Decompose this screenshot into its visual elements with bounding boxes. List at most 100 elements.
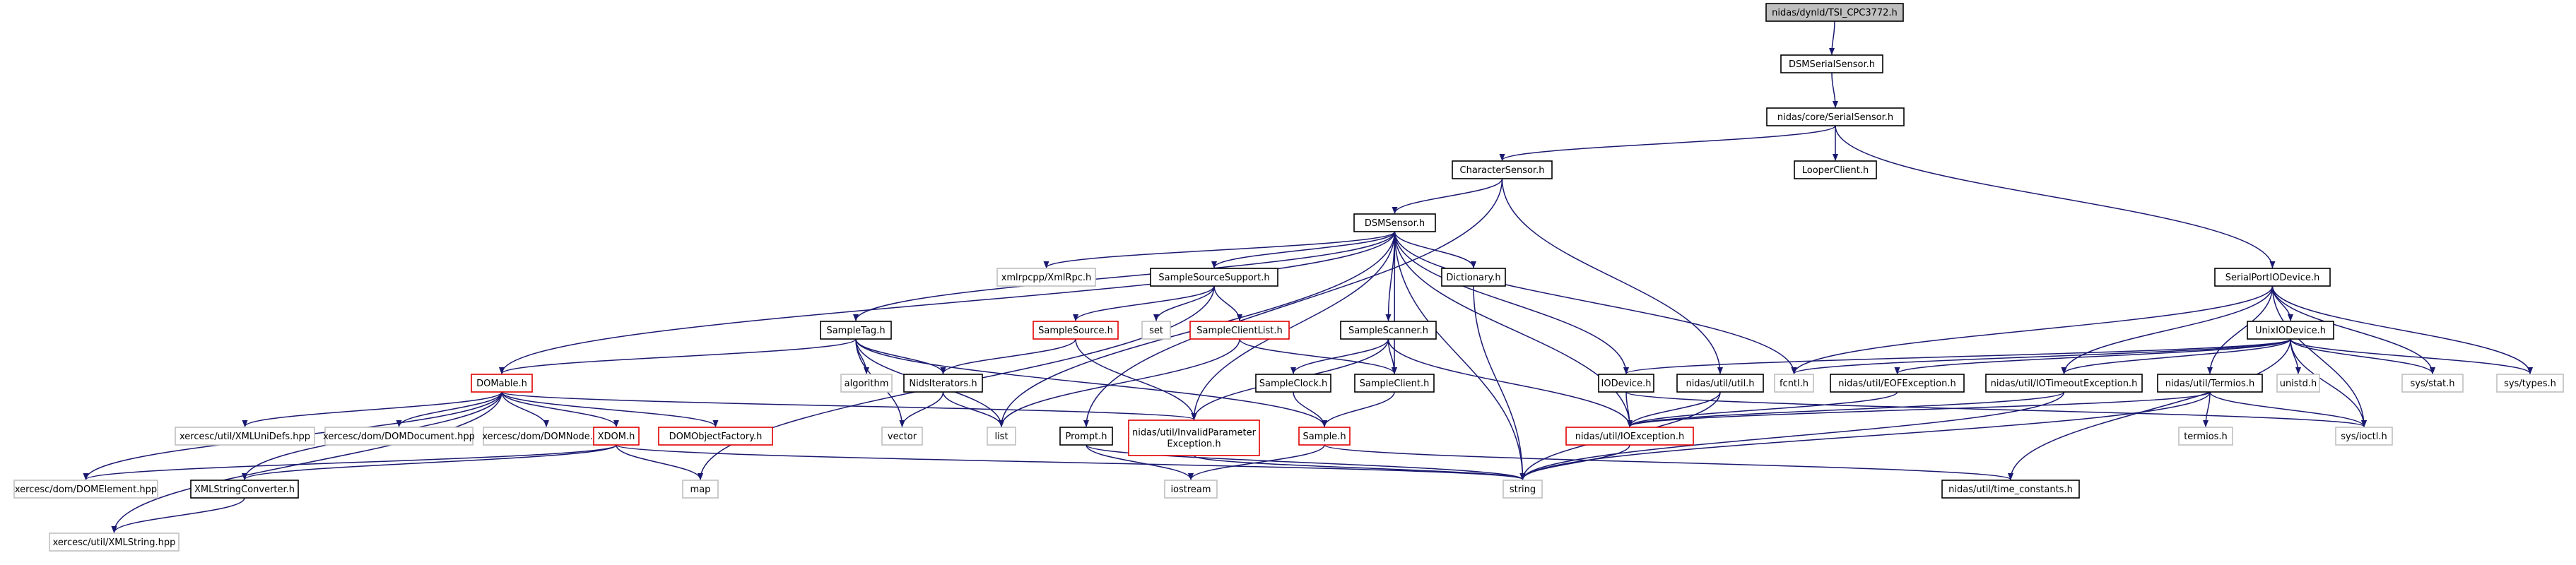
node-sampleclock-label: SampleClock.h <box>1259 379 1327 389</box>
edge-charsensor-to-dsmsensor <box>1392 178 1503 214</box>
node-systypes[interactable]: sys/types.h <box>2496 374 2564 393</box>
node-xmlstrconv[interactable]: XMLStringConverter.h <box>190 480 299 499</box>
node-looper[interactable]: LooperClient.h <box>1794 160 1877 179</box>
node-domnode-box <box>483 427 610 446</box>
node-fcntl-box <box>1774 374 1814 393</box>
node-set[interactable]: set <box>1141 321 1171 340</box>
node-iostream[interactable]: iostream <box>1164 480 1218 499</box>
edge-termios-to-termiosh <box>2203 391 2211 427</box>
node-list-label: list <box>994 432 1008 442</box>
node-string[interactable]: string <box>1502 480 1543 499</box>
node-iodevice[interactable]: IODevice.h <box>1598 374 1654 393</box>
node-sss[interactable]: SampleSourceSupport.h <box>1150 268 1278 287</box>
edge-termios-to-ioexception <box>1627 391 2211 427</box>
node-sysstat[interactable]: sys/stat.h <box>2401 374 2464 393</box>
node-xmlstrconv-label: XMLStringConverter.h <box>194 484 295 495</box>
node-domelement-label: xercesc/dom/DOMElement.hpp <box>15 484 157 495</box>
node-sampleclient[interactable]: SampleClient.h <box>1354 374 1435 393</box>
node-dictionary-label: Dictionary.h <box>1446 273 1500 283</box>
node-ioexception[interactable]: nidas/util/IOException.h <box>1565 427 1694 446</box>
node-charsensor[interactable]: CharacterSensor.h <box>1452 160 1553 179</box>
node-dsmsensor-label: DSMSensor.h <box>1365 218 1425 229</box>
node-sampletag[interactable]: SampleTag.h <box>820 321 892 340</box>
node-xdom[interactable]: XDOM.h <box>593 427 640 446</box>
node-iodevice-box <box>1598 374 1654 393</box>
node-sysioctl[interactable]: sys/ioctl.h <box>2335 427 2393 446</box>
edge-prompt-to-string <box>1086 444 1526 480</box>
node-termios[interactable]: nidas/util/Termios.h <box>2157 374 2263 393</box>
edge-sampleh-to-timeconst <box>1324 444 2013 480</box>
node-sampleclock[interactable]: SampleClock.h <box>1255 374 1331 393</box>
edge-sampleclient-to-sampleh <box>1322 391 1395 427</box>
node-fcntl[interactable]: fcntl.h <box>1774 374 1814 393</box>
node-set-box <box>1141 321 1171 340</box>
node-xmlrpc[interactable]: xmlrpcpp/XmlRpc.h <box>996 268 1096 287</box>
node-looper-label: LooperClient.h <box>1802 165 1869 176</box>
node-algorithm[interactable]: algorithm <box>840 374 893 393</box>
node-domdocument-box <box>324 427 474 446</box>
node-xmlunidefs[interactable]: xercesc/util/XMLUniDefs.hpp <box>175 427 315 446</box>
edge-sampletag-to-nidsiter <box>855 338 946 374</box>
node-nidsiter[interactable]: NidsIterators.h <box>903 374 983 393</box>
node-domnode[interactable]: xercesc/dom/DOMNode.hpp <box>482 427 611 446</box>
node-root[interactable]: nidas/dynld/TSI_CPC3772.h <box>1765 3 1904 22</box>
node-domobjfactory[interactable]: DOMObjectFactory.h <box>658 427 773 446</box>
node-dsmserial[interactable]: DSMSerialSensor.h <box>1780 54 1883 73</box>
edge-dsmserial-to-coreserial <box>1831 72 1838 108</box>
node-xdom-box <box>593 427 640 446</box>
node-domable[interactable]: DOMable.h <box>471 374 533 393</box>
node-map-box <box>682 480 719 499</box>
node-utilh[interactable]: nidas/util/util.h <box>1676 374 1764 393</box>
node-vector-box <box>881 427 923 446</box>
edge-xdom-to-xmlstrconv <box>242 444 617 480</box>
edge-invalidparam-to-string <box>1193 455 1526 480</box>
node-sampleh[interactable]: Sample.h <box>1298 427 1351 446</box>
edge-domable-to-xmlunidefs <box>242 391 502 427</box>
node-timeconst[interactable]: nidas/util/time_constants.h <box>1941 480 2080 499</box>
edge-dictionary-to-string <box>1473 285 1526 480</box>
node-xmlunidefs-label: xercesc/util/XMLUniDefs.hpp <box>180 432 310 442</box>
edge-charsensor-to-utilh <box>1501 178 1723 374</box>
node-eofex[interactable]: nidas/util/EOFException.h <box>1830 374 1965 393</box>
node-samplesource-label: SampleSource.h <box>1038 326 1113 336</box>
node-unistd[interactable]: unistd.h <box>2276 374 2320 393</box>
node-iotimeout-label: nidas/util/IOTimeoutException.h <box>1991 379 2138 389</box>
node-iotimeout[interactable]: nidas/util/IOTimeoutException.h <box>1985 374 2143 393</box>
node-coreserial[interactable]: nidas/core/SerialSensor.h <box>1766 107 1905 126</box>
node-xmlstring[interactable]: xercesc/util/XMLString.hpp <box>49 533 180 552</box>
edge-unixio-to-eofex <box>1894 338 2291 374</box>
node-xmlstring-box <box>49 533 180 552</box>
node-dsmsensor[interactable]: DSMSensor.h <box>1353 213 1436 232</box>
node-xdom-label: XDOM.h <box>598 432 635 442</box>
edge-sampleh-to-iostream <box>1188 444 1325 480</box>
node-nidsiter-box <box>903 374 983 393</box>
node-unistd-label: unistd.h <box>2280 379 2317 389</box>
node-list[interactable]: list <box>987 427 1016 446</box>
node-sysioctl-label: sys/ioctl.h <box>2341 432 2387 442</box>
node-root-box <box>1765 3 1904 22</box>
node-dictionary[interactable]: Dictionary.h <box>1441 268 1506 287</box>
node-samplesource[interactable]: SampleSource.h <box>1033 321 1119 340</box>
node-samplescanner[interactable]: SampleScanner.h <box>1340 321 1437 340</box>
node-sampleclock-box <box>1255 374 1331 393</box>
node-iodevice-label: IODevice.h <box>1601 379 1652 389</box>
node-prompt[interactable]: Prompt.h <box>1059 427 1113 446</box>
edge-root-to-dsmserial <box>1829 20 1835 55</box>
node-xmlunidefs-box <box>175 427 315 446</box>
node-serialport[interactable]: SerialPortIODevice.h <box>2214 268 2331 287</box>
node-vector[interactable]: vector <box>881 427 923 446</box>
node-systypes-label: sys/types.h <box>2504 379 2556 389</box>
node-sampleh-label: Sample.h <box>1302 432 1346 442</box>
edge-ioexception-to-string <box>1519 444 1630 480</box>
node-unixio[interactable]: UnixIODevice.h <box>2247 321 2334 340</box>
edge-dsmsensor-to-domable <box>499 231 1396 374</box>
node-invalidparam-label: Exception.h <box>1167 439 1221 450</box>
edge-dsmsensor-to-iodevice <box>1394 231 1629 374</box>
node-domelement[interactable]: xercesc/dom/DOMElement.hpp <box>13 480 158 499</box>
node-domdocument[interactable]: xercesc/dom/DOMDocument.hpp <box>323 427 475 446</box>
node-sampleclientlist[interactable]: SampleClientList.h <box>1189 321 1290 340</box>
node-termiosh[interactable]: termios.h <box>2178 427 2233 446</box>
node-map[interactable]: map <box>682 480 719 499</box>
